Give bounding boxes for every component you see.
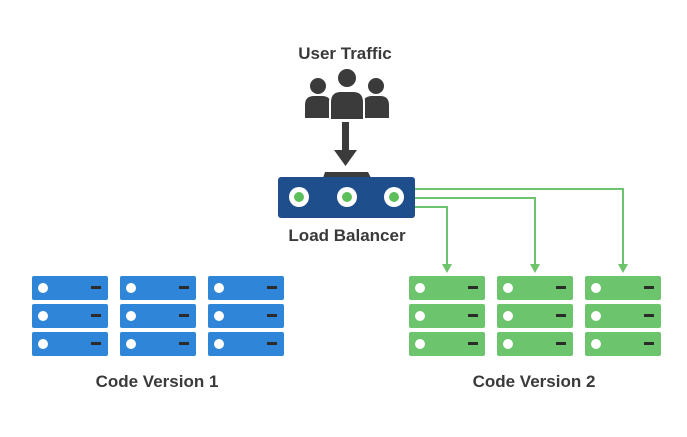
server-slot: [644, 342, 654, 345]
server-led: [503, 283, 513, 293]
server-slot: [91, 342, 101, 345]
server-unit: [208, 332, 284, 356]
load-balancer-icon: [278, 177, 415, 218]
server-unit: [208, 304, 284, 328]
server-slot: [468, 286, 478, 289]
server-rack-icon: [409, 276, 485, 356]
server-unit: [120, 304, 196, 328]
server-led: [214, 283, 224, 293]
server-rack-icon: [120, 276, 196, 356]
server-slot: [556, 286, 566, 289]
server-led: [214, 311, 224, 321]
server-unit: [497, 332, 573, 356]
server-led: [126, 283, 136, 293]
arrow-down-icon: [334, 122, 357, 166]
server-led: [415, 339, 425, 349]
server-unit: [32, 304, 108, 328]
server-slot: [179, 286, 189, 289]
server-unit: [497, 304, 573, 328]
server-led: [38, 283, 48, 293]
server-slot: [91, 314, 101, 317]
server-rack-icon: [32, 276, 108, 356]
server-unit: [409, 304, 485, 328]
server-unit: [585, 332, 661, 356]
server-slot: [468, 342, 478, 345]
server-unit: [208, 276, 284, 300]
server-slot: [644, 314, 654, 317]
server-led: [591, 339, 601, 349]
traffic-lines: [415, 188, 624, 266]
load-balancer-label: Load Balancer: [288, 226, 406, 245]
server-unit: [585, 304, 661, 328]
server-slot: [644, 286, 654, 289]
server-led: [214, 339, 224, 349]
server-led: [591, 283, 601, 293]
server-led: [503, 311, 513, 321]
code-version-2-label: Code Version 2: [473, 372, 596, 391]
server-unit: [120, 276, 196, 300]
server-led: [38, 339, 48, 349]
load-balancer-tab: [323, 172, 371, 178]
server-slot: [556, 314, 566, 317]
server-unit: [409, 332, 485, 356]
server-slot: [267, 314, 277, 317]
server-slot: [468, 314, 478, 317]
server-slot: [179, 314, 189, 317]
server-led: [126, 311, 136, 321]
server-led: [126, 339, 136, 349]
user-group-icon: [305, 67, 389, 121]
server-led: [503, 339, 513, 349]
server-led: [415, 311, 425, 321]
user-traffic-label: User Traffic: [298, 44, 392, 63]
server-unit: [32, 276, 108, 300]
server-unit: [409, 276, 485, 300]
server-unit: [497, 276, 573, 300]
server-slot: [267, 342, 277, 345]
code-version-1-servers: [32, 276, 284, 356]
server-unit: [32, 332, 108, 356]
server-led: [415, 283, 425, 293]
server-led: [38, 311, 48, 321]
server-slot: [179, 342, 189, 345]
server-slot: [267, 286, 277, 289]
arrowheads: [442, 264, 628, 273]
code-version-2-servers: [409, 276, 661, 356]
server-led: [591, 311, 601, 321]
server-slot: [91, 286, 101, 289]
server-rack-icon: [208, 276, 284, 356]
server-rack-icon: [497, 276, 573, 356]
server-rack-icon: [585, 276, 661, 356]
server-unit: [585, 276, 661, 300]
server-unit: [120, 332, 196, 356]
code-version-1-label: Code Version 1: [96, 372, 219, 391]
server-slot: [556, 342, 566, 345]
